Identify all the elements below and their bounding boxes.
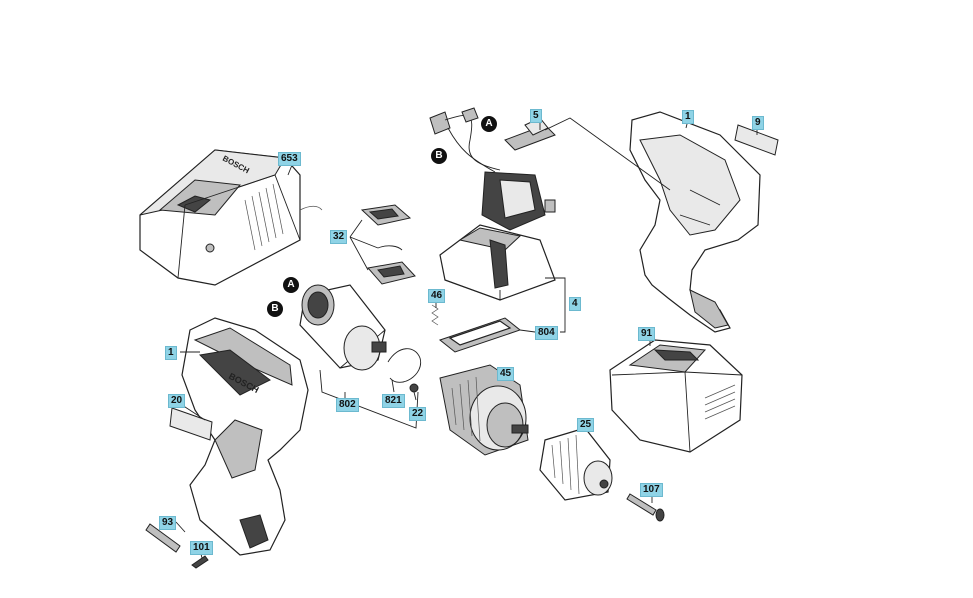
trigger-cover [504, 117, 556, 151]
callout-9: 9 [752, 116, 764, 130]
callout-821: 821 [382, 394, 405, 408]
callout-1-right: 1 [682, 110, 694, 124]
housing-left-half: BOSCH [181, 317, 309, 556]
spring-and-board [431, 277, 566, 353]
callout-4: 4 [569, 297, 581, 311]
ref-circle-b-top: B [431, 148, 447, 164]
callout-91: 91 [638, 327, 656, 341]
ref-circle-b-motor: B [267, 301, 283, 317]
callout-46: 46 [428, 289, 446, 303]
battery-contacts [349, 204, 416, 285]
callout-22: 22 [409, 407, 427, 421]
callout-93: 93 [159, 516, 177, 530]
housing-right-half [629, 111, 761, 333]
callout-5: 5 [530, 109, 542, 123]
gearbox [439, 364, 529, 456]
label-plate [734, 124, 779, 156]
ring-and-screw [387, 348, 422, 393]
ref-circle-a-top: A [481, 116, 497, 132]
battery-pack [609, 339, 743, 453]
charger: BOSCH [139, 149, 323, 286]
callout-25: 25 [577, 418, 595, 432]
switch-and-wiring [429, 107, 556, 301]
callout-802: 802 [336, 398, 359, 412]
motor [299, 284, 387, 371]
callout-653: 653 [278, 152, 301, 166]
callout-45: 45 [497, 367, 515, 381]
callout-20: 20 [168, 394, 186, 408]
ref-circle-a-motor: A [283, 277, 299, 293]
chuck [539, 427, 613, 501]
chuck-screw [626, 493, 665, 522]
callout-804: 804 [535, 326, 558, 340]
callout-32: 32 [330, 230, 348, 244]
bit-and-screw [145, 523, 209, 569]
side-label [169, 407, 213, 441]
callout-101: 101 [190, 541, 213, 555]
callout-107: 107 [640, 483, 663, 497]
callout-1-left: 1 [165, 346, 177, 360]
